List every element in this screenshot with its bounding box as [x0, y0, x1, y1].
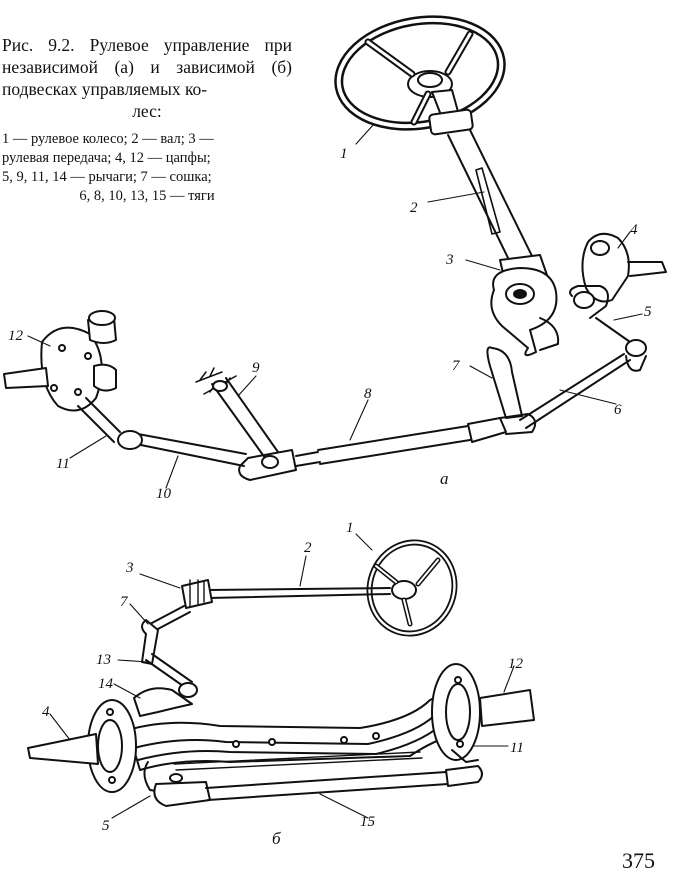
- callout-6: 6: [614, 402, 622, 418]
- caption-title-line: лес:: [132, 101, 162, 121]
- legend-line: 1 — рулевое колесо; 2 — вал; 3 —: [2, 131, 214, 147]
- callout-1: 1: [340, 146, 348, 162]
- left-knuckle-12: [3, 310, 143, 450]
- pitman-arm: [486, 346, 523, 419]
- callout-2: 2: [304, 540, 312, 556]
- callout-10: 10: [156, 486, 172, 502]
- callout-12: 12: [8, 328, 24, 344]
- callout-7: 7: [452, 358, 461, 374]
- callout-1: 1: [346, 520, 354, 536]
- callout-5: 5: [102, 818, 110, 834]
- steering-wheel-icon: [366, 539, 458, 637]
- callout-leaders-b: [49, 533, 515, 819]
- tie-rod-15: [153, 765, 483, 807]
- callout-4: 4: [630, 222, 638, 238]
- legend-line: 6, 8, 10, 13, 15 — тяги: [79, 188, 215, 204]
- diagram-a-label: а: [440, 469, 449, 488]
- callout-2: 2: [410, 200, 418, 216]
- legend-line: 5, 9, 11, 14 — рычаги; 7 — сошка;: [2, 169, 212, 185]
- callout-7: 7: [120, 594, 129, 610]
- callout-14: 14: [98, 676, 114, 692]
- steering-shaft: [207, 587, 391, 599]
- callout-leaders-a: [27, 123, 643, 489]
- caption-legend: 1 — рулевое колесо; 2 — вал; 3 — рулевая…: [2, 130, 292, 206]
- caption-title-line: независимой (а) и зависимой: [2, 57, 255, 77]
- callout-4: 4: [42, 704, 50, 720]
- callout-3: 3: [445, 252, 454, 268]
- page-number: 375: [622, 848, 655, 873]
- tie-rod-8: [238, 413, 537, 481]
- steering-wheel-icon: [334, 15, 506, 131]
- callout-3: 3: [125, 560, 134, 576]
- drag-link-13: [141, 605, 198, 698]
- figure-caption: Рис. 9.2. Рулевое управление при независ…: [2, 34, 292, 206]
- right-knuckle-4: [569, 232, 667, 372]
- steering-gear-box: [490, 254, 560, 357]
- diagram-b-label: б: [272, 829, 281, 848]
- callout-9: 9: [252, 360, 260, 376]
- callout-13: 13: [96, 652, 111, 668]
- caption-title-line: (б) подвесках управляемых ко-: [2, 57, 292, 99]
- diagram-b-drawing: [27, 533, 535, 819]
- left-knuckle-4: [27, 699, 177, 795]
- right-knuckle-12: [431, 663, 535, 763]
- diagram-a-callouts: 1 2 3 4 5 6 7 8 9 10 11 12 а: [8, 146, 652, 502]
- steering-gear-box: [181, 579, 213, 609]
- callout-5: 5: [644, 304, 652, 320]
- caption-title: Рис. 9.2. Рулевое управление при независ…: [2, 34, 292, 122]
- idler-arm-9: [195, 367, 279, 469]
- callout-15: 15: [360, 814, 376, 830]
- diagram-a-drawing: [3, 15, 667, 489]
- lever-14: [133, 687, 193, 717]
- callout-11: 11: [56, 456, 70, 472]
- tie-rod-10: [135, 433, 247, 467]
- diagram-b-callouts: 1 2 3 7 13 14 4 12 11 5 15 б: [42, 520, 524, 848]
- callout-12: 12: [508, 656, 524, 672]
- steering-shaft: [428, 89, 533, 263]
- caption-title-line: Рис. 9.2. Рулевое управление при: [2, 35, 292, 55]
- legend-line: рулевая передача; 4, 12 — цапфы;: [2, 150, 211, 166]
- callout-11: 11: [510, 740, 524, 756]
- callout-8: 8: [364, 386, 372, 402]
